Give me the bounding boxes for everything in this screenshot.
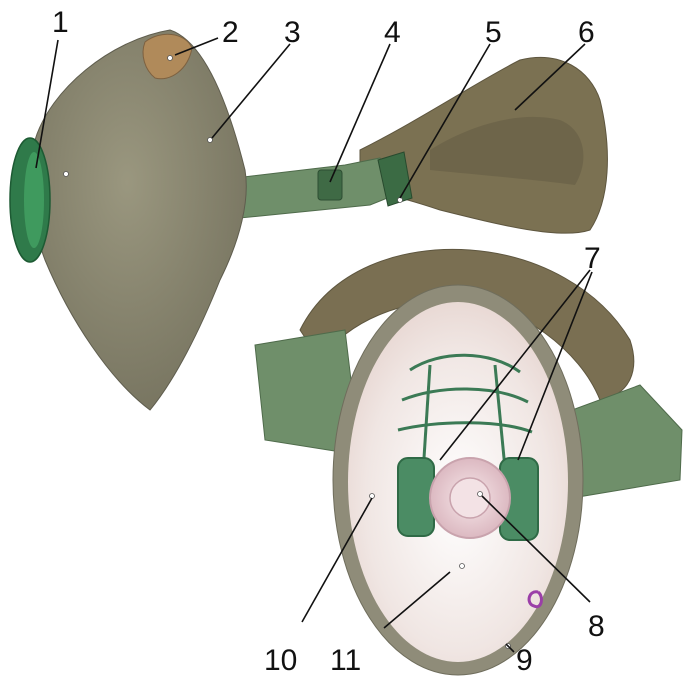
label-5: 5 [485, 16, 502, 49]
label-7: 7 [584, 242, 601, 275]
marker-dot [370, 494, 375, 499]
label-8: 8 [588, 610, 605, 643]
elastic-band [235, 158, 395, 218]
valve-rim [24, 152, 44, 248]
label-3: 3 [284, 16, 301, 49]
label-2: 2 [222, 16, 239, 49]
label-6: 6 [578, 16, 595, 49]
label-1: 1 [52, 6, 69, 39]
marker-dot [478, 492, 483, 497]
label-4: 4 [384, 16, 401, 49]
label-11: 11 [330, 644, 361, 677]
marker-dot [460, 564, 465, 569]
buckle [318, 170, 342, 200]
inhalation-valve-left [398, 458, 434, 536]
label-10: 10 [264, 644, 297, 677]
marker-dot [168, 56, 173, 61]
marker-dot [398, 198, 403, 203]
interior-mask [255, 249, 682, 675]
felt-cup [30, 30, 246, 410]
label-9: 9 [516, 644, 533, 677]
marker-dot [208, 138, 213, 143]
marker-dot [64, 172, 69, 177]
